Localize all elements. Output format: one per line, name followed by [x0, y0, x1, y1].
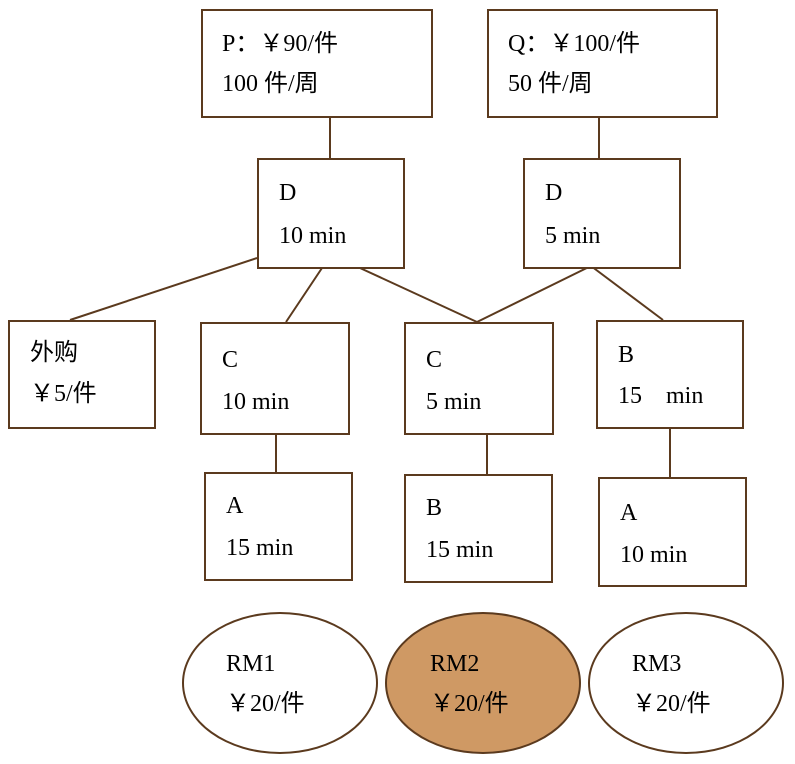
- station-a-left-box: [204, 472, 353, 581]
- raw-material-rm2-name: RM2: [430, 651, 480, 677]
- station-b-right-name: B: [618, 342, 635, 368]
- connector-d-left-to-c-mid: [359, 267, 478, 323]
- station-c-left-time: 10 min: [222, 389, 290, 415]
- station-c-mid-time: 5 min: [426, 389, 482, 415]
- raw-material-rm2-oval: [385, 612, 581, 754]
- station-a-right-name: A: [620, 500, 638, 526]
- station-c-left-box: [200, 322, 350, 435]
- raw-material-rm1-oval: [182, 612, 378, 754]
- station-d-right-name: D: [545, 180, 563, 206]
- raw-material-rm2-price: ￥20/件: [430, 691, 509, 717]
- station-d-left-name: D: [279, 180, 297, 206]
- station-d-right-box: [523, 158, 681, 269]
- station-c-left-name: C: [222, 347, 239, 373]
- connector-d-left-to-c-left: [285, 267, 323, 323]
- station-b-mid-time: 15 min: [426, 537, 494, 563]
- product-p-box: [201, 9, 433, 118]
- station-d-left-box: [257, 158, 405, 269]
- product-p-price: P：￥90/件: [222, 31, 339, 57]
- station-d-left-time: 10 min: [279, 223, 347, 249]
- station-c-mid-box: [404, 322, 554, 435]
- connector-d-right-to-c-mid: [476, 259, 604, 323]
- raw-material-rm1-price: ￥20/件: [226, 691, 305, 717]
- purchase-label: 外购: [30, 340, 78, 366]
- station-a-left-time: 15 min: [226, 535, 294, 561]
- station-b-mid-name: B: [426, 495, 443, 521]
- station-c-mid-name: C: [426, 347, 443, 373]
- connector-d-left-to-purchase: [69, 257, 258, 321]
- station-a-left-name: A: [226, 493, 244, 519]
- connector-d-right-to-b-right: [582, 259, 664, 321]
- product-q-box: [487, 9, 718, 118]
- raw-material-rm3-oval: [588, 612, 784, 754]
- raw-material-rm3-name: RM3: [632, 651, 682, 677]
- product-q-price: Q：￥100/件: [508, 31, 640, 57]
- station-a-right-box: [598, 477, 747, 587]
- purchase-price: ￥5/件: [30, 381, 97, 407]
- station-a-right-time: 10 min: [620, 542, 688, 568]
- product-q-demand: 50 件/周: [508, 71, 593, 97]
- station-d-right-time: 5 min: [545, 223, 601, 249]
- purchase-box: [8, 320, 156, 429]
- raw-material-rm1-name: RM1: [226, 651, 276, 677]
- station-b-right-time: 15 min: [618, 383, 704, 409]
- product-p-demand: 100 件/周: [222, 71, 319, 97]
- raw-material-rm3-price: ￥20/件: [632, 691, 711, 717]
- station-b-right-box: [596, 320, 744, 429]
- station-b-mid-box: [404, 474, 553, 583]
